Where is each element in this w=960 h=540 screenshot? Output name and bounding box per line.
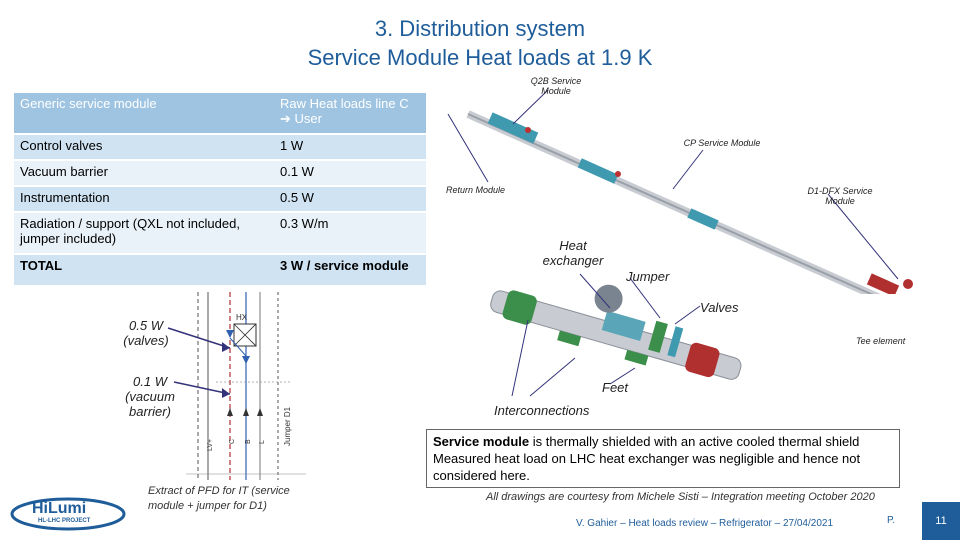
table-cell: Radiation / support (QXL not included, j… xyxy=(14,213,274,255)
label-jumper: Jumper xyxy=(626,269,670,284)
title-line-2: Service Module Heat loads at 1.9 K xyxy=(307,45,653,70)
pfd-diagram: HX LV+ C B L Jumper D1 xyxy=(186,286,306,486)
leader-line xyxy=(447,113,489,183)
note-text-1: is thermally shielded with an active coo… xyxy=(529,434,860,449)
label-cp: CP Service Module xyxy=(683,138,761,148)
label-q2b: Q2B Service Module xyxy=(530,76,582,96)
note-box: Service module is thermally shielded wit… xyxy=(426,429,900,488)
note-text-2: Measured heat load on LHC heat exchanger… xyxy=(433,451,861,483)
label-d1: D1-DFX Service Module xyxy=(807,186,873,206)
label-return: Return Module xyxy=(446,185,506,195)
pfd-caption: Extract of PFD for IT (service module + … xyxy=(148,485,290,512)
detail-foot xyxy=(557,330,582,347)
logo-swoosh-icon xyxy=(10,497,126,531)
table-cell: 0.1 W xyxy=(274,161,426,187)
detail-drawing xyxy=(490,284,742,380)
detail-bellows xyxy=(502,290,537,325)
valve-symbol xyxy=(226,330,234,338)
detail-foot xyxy=(624,349,649,366)
valve-symbol xyxy=(242,356,250,364)
pfd-line-label: C xyxy=(229,439,236,444)
pfd-line-label: Jumper D1 xyxy=(283,406,292,446)
logo-subtext: HL-LHC PROJECT xyxy=(38,518,91,524)
label-valves: Valves xyxy=(700,300,739,315)
table-cell: TOTAL xyxy=(14,255,274,287)
label-valves-heat: 0.5 W (valves) xyxy=(123,318,169,348)
table-row: Radiation / support (QXL not included, j… xyxy=(14,213,426,255)
table-cell: 1 W xyxy=(274,135,426,161)
leader-line xyxy=(512,89,549,125)
overview-drawing xyxy=(447,89,913,294)
title-line-1: 3. Distribution system xyxy=(374,16,586,41)
table-row: Instrumentation 0.5 W xyxy=(14,187,426,213)
label-feet: Feet xyxy=(602,380,629,395)
callout-arrows xyxy=(167,327,231,398)
detail-body xyxy=(601,310,646,342)
slide-title: 3. Distribution system Service Module He… xyxy=(0,14,960,72)
table-cell: 0.5 W xyxy=(274,187,426,213)
table-cell: Control valves xyxy=(14,135,274,161)
pfd-line-label: B xyxy=(245,439,252,444)
table-header-row: Generic service module Raw Heat loads li… xyxy=(14,93,426,135)
heat-exchanger-part xyxy=(594,284,623,313)
table-header-cell: Raw Heat loads line C ➔ User xyxy=(274,93,426,135)
leader-line xyxy=(672,149,704,190)
heat-load-table: Generic service module Raw Heat loads li… xyxy=(14,93,426,287)
flow-arrow xyxy=(243,408,249,416)
page-prefix: P. xyxy=(887,515,896,526)
footer-text: V. Gahier – Heat loads review – Refriger… xyxy=(576,518,834,529)
flow-arrow xyxy=(257,408,263,416)
label-tee: Tee element xyxy=(856,336,906,346)
courtesy-text: All drawings are courtesy from Michele S… xyxy=(486,491,875,503)
detail-leaders xyxy=(511,273,701,397)
table-cell: Instrumentation xyxy=(14,187,274,213)
pfd-line-label: L xyxy=(259,440,266,444)
detail-bellows xyxy=(685,342,720,378)
label-barrier-heat: 0.1 W (vacuum barrier) xyxy=(125,374,175,419)
hilumi-logo: HiLumi HL-LHC PROJECT xyxy=(10,494,132,532)
table-cell: 3 W / service module xyxy=(274,255,426,287)
note-bold: Service module xyxy=(433,434,530,449)
table-cell: 0.3 W/m xyxy=(274,213,426,255)
pfd-line-label: LV+ xyxy=(207,439,214,451)
table-row: Control valves 1 W xyxy=(14,135,426,161)
logo-text: HiLumi xyxy=(32,500,87,517)
label-heat-exchanger: Heat exchanger xyxy=(542,238,604,268)
note-line-1: Service module is thermally shielded wit… xyxy=(433,433,893,450)
flow-arrow xyxy=(227,408,233,416)
table-cell: Vacuum barrier xyxy=(14,161,274,187)
table-row-total: TOTAL 3 W / service module xyxy=(14,255,426,287)
leader-line xyxy=(827,193,899,280)
page-number: 11 xyxy=(922,502,960,540)
hx-label: HX xyxy=(236,313,248,322)
table-row: Vacuum barrier 0.1 W xyxy=(14,161,426,187)
table-header-cell: Generic service module xyxy=(14,93,274,135)
service-module-markers xyxy=(487,112,913,294)
label-interconnections: Interconnections xyxy=(494,403,590,418)
